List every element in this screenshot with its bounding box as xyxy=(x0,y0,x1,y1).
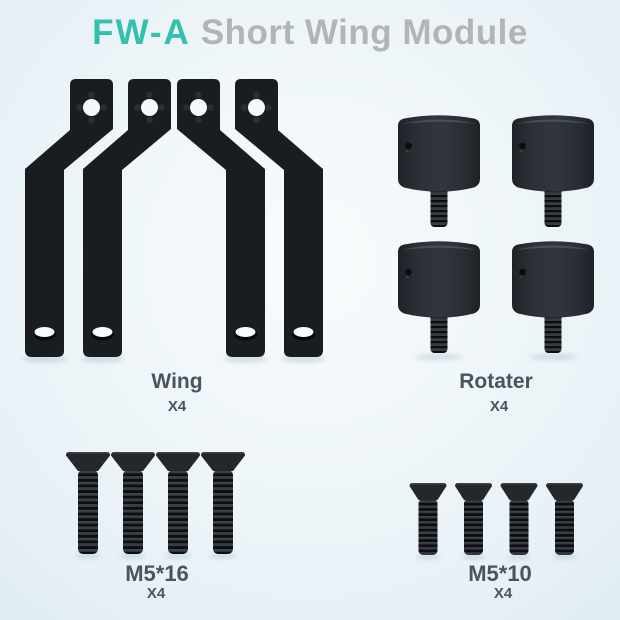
rotater-quantity: X4 xyxy=(489,398,509,415)
m5x16-quantity: X4 xyxy=(146,585,166,602)
module-code: FW-A xyxy=(92,13,191,52)
rotater-group xyxy=(398,115,594,353)
m5x10-screw xyxy=(408,482,448,556)
m5x16-screw xyxy=(200,451,246,555)
ground-shadows xyxy=(22,354,577,560)
rotater-part xyxy=(512,115,594,227)
m5x16-screw xyxy=(65,451,111,555)
rotater-label: Rotater xyxy=(459,370,533,393)
m5x10-screw xyxy=(454,482,493,556)
m5x10-quantity: X4 xyxy=(493,585,513,602)
m5x16-label: M5*16 xyxy=(125,561,189,586)
m5x10-screw-group xyxy=(408,482,584,556)
wing-quantity: X4 xyxy=(167,398,187,415)
m5x16-screw-group xyxy=(65,451,246,555)
rotater-part xyxy=(398,115,480,227)
m5x10-screw xyxy=(545,482,584,556)
module-name: Short Wing Module xyxy=(200,13,528,52)
m5x16-screw xyxy=(155,451,201,555)
rotater-part xyxy=(512,241,594,353)
m5x10-label: M5*10 xyxy=(468,561,532,586)
m5x10-screw xyxy=(499,482,539,556)
m5x16-screw xyxy=(110,451,156,555)
wing-label: Wing xyxy=(151,370,203,393)
wing-bracket-group xyxy=(25,79,323,357)
rotater-part xyxy=(398,241,480,353)
